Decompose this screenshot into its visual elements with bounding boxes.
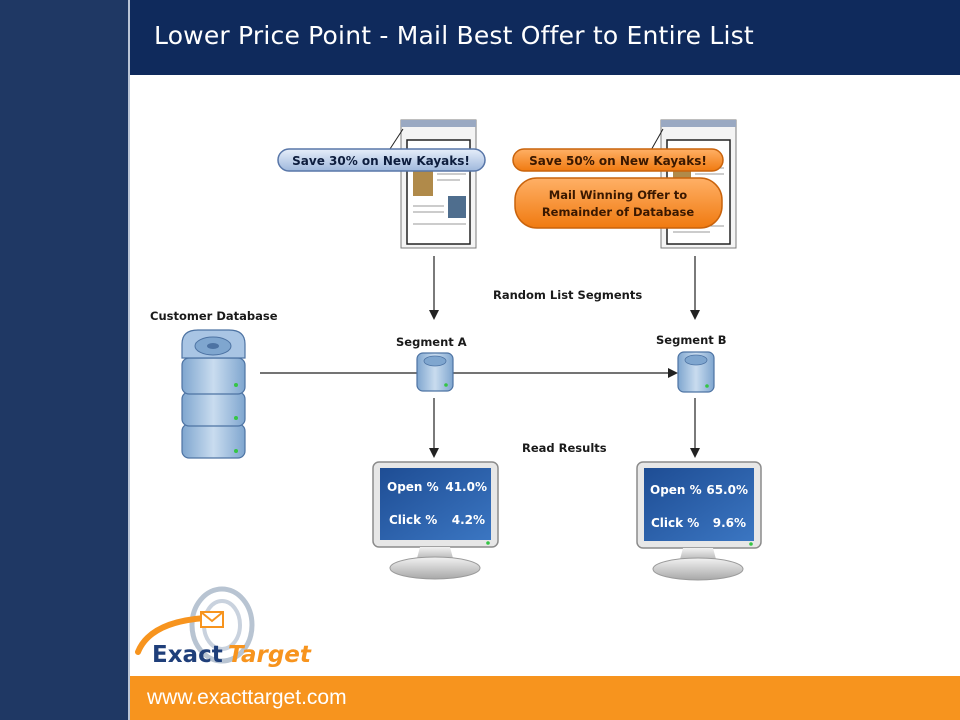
- footer-url[interactable]: www.exacttarget.com: [147, 686, 347, 709]
- logo-word-exact: Exact: [152, 642, 223, 668]
- offer-pill-a: Save 30% on New Kayaks!: [277, 148, 486, 172]
- winning-offer-pill: Mail Winning Offer to Remainder of Datab…: [514, 177, 723, 229]
- open-value-b: 65.0%: [706, 483, 748, 497]
- callout-line-a: [387, 128, 404, 153]
- logo-word-target: Target: [228, 642, 312, 668]
- slide-footer: www.exacttarget.com: [130, 676, 960, 720]
- left-sidebar-band: [0, 0, 128, 720]
- slide-header: Lower Price Point - Mail Best Offer to E…: [130, 0, 960, 75]
- segment-b-drive-icon: [677, 351, 715, 393]
- open-value-a: 41.0%: [445, 480, 487, 494]
- winning-offer-line2: Remainder of Database: [542, 205, 695, 219]
- random-list-segments-label: Random List Segments: [493, 288, 642, 302]
- offer-pill-b: Save 50% on New Kayaks!: [512, 148, 724, 172]
- segment-a-label: Segment A: [396, 335, 467, 349]
- open-label-b: Open %: [650, 483, 702, 497]
- segment-a-drive-icon: [416, 352, 454, 392]
- click-value-a: 4.2%: [452, 513, 485, 527]
- click-label-a: Click %: [389, 513, 437, 527]
- callout-line-b: [649, 128, 664, 153]
- sidebar-divider: [128, 0, 130, 720]
- click-value-b: 9.6%: [713, 516, 746, 530]
- customer-database-label: Customer Database: [150, 309, 278, 323]
- email-preview-a: [400, 119, 477, 249]
- exacttarget-logo: Exact Target: [135, 586, 312, 668]
- slide-title: Lower Price Point - Mail Best Offer to E…: [154, 21, 754, 50]
- segment-b-label: Segment B: [656, 333, 727, 347]
- customer-database-icon: [181, 329, 246, 459]
- offer-text-a: Save 30% on New Kayaks!: [292, 154, 470, 168]
- winning-offer-line1: Mail Winning Offer to: [549, 188, 688, 202]
- open-label-a: Open %: [387, 480, 439, 494]
- read-results-label: Read Results: [522, 441, 607, 455]
- offer-text-b: Save 50% on New Kayaks!: [529, 154, 707, 168]
- results-monitor-b: Open % 65.0% Click % 9.6%: [636, 461, 762, 581]
- results-monitor-a: Open % 41.0% Click % 4.2%: [372, 461, 499, 580]
- click-label-b: Click %: [651, 516, 699, 530]
